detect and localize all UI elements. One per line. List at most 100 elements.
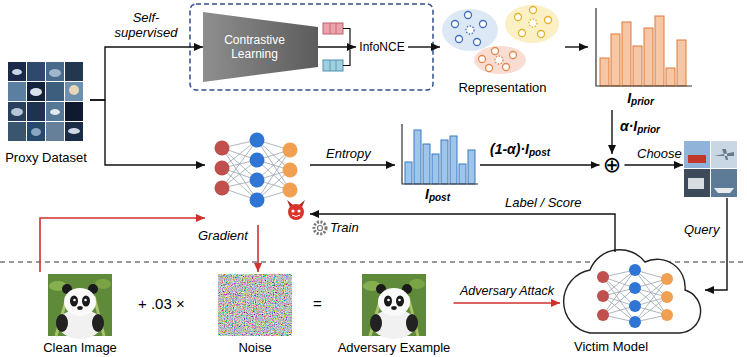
attack-arrow [40, 218, 205, 272]
query-images-part [688, 178, 704, 189]
node-label: Gradient [198, 228, 248, 243]
substitute-network-part [283, 143, 298, 198]
prior-histogram-part-part [611, 34, 620, 86]
victim-cloud-part-part [629, 300, 641, 312]
node-label: Contrastive Learning [213, 33, 297, 61]
posterior-histogram-part [402, 124, 478, 184]
proxy-dataset-grid-part [65, 102, 83, 121]
feature-vectors-part [330, 60, 331, 71]
posterior-node: Ipost [395, 122, 480, 206]
representation-clusters-part [479, 48, 517, 72]
proxy-dataset-grid-part [8, 82, 26, 101]
gear-icon-part [314, 222, 326, 234]
victim-cloud-part [564, 250, 701, 333]
substitute-network-part-part [283, 183, 298, 198]
flow-arrow [408, 46, 440, 47]
victim-model-node: Victim Model [560, 252, 705, 354]
substitute-model-node: Gradient [205, 128, 310, 225]
victim-cloud-part-part [661, 309, 673, 321]
proxy-dataset-grid-part [68, 128, 80, 134]
feature-vectors-part [336, 23, 337, 34]
proxy-dataset-grid-part [27, 62, 45, 81]
edge-label-holder: Label / Score [505, 195, 582, 210]
dataset-node: Proxy Dataset [2, 60, 90, 165]
free-label: post [529, 147, 550, 159]
victim-cloud-part-part [597, 309, 609, 321]
representation-clusters-part-part [530, 7, 537, 14]
substitute-network [215, 133, 298, 208]
gear-icon [314, 222, 326, 234]
substitute-network-part-part [250, 133, 265, 148]
devil-icon [287, 200, 305, 220]
representation-clusters-part-part [479, 56, 486, 63]
prior-histogram-part [596, 8, 692, 86]
representation-clusters-part-part [452, 21, 459, 28]
gear-icon-part [318, 226, 323, 231]
devil-icon-part [297, 209, 300, 212]
representation-clusters-part-part [474, 39, 481, 46]
prior-histogram [596, 8, 692, 86]
representation-clusters-part [442, 9, 498, 51]
label-holder: + .03 × [138, 295, 185, 312]
proxy-dataset-grid-part [8, 122, 26, 141]
substitute-network-part-part [283, 163, 298, 178]
proxy-dataset-grid-part [46, 122, 64, 141]
victim-cloud-part [661, 273, 673, 321]
query-images-part [688, 155, 706, 163]
feature-vectors-part [323, 23, 343, 34]
edge-label-holder: Entropy [326, 146, 371, 161]
node-label: Proxy Dataset [5, 150, 87, 165]
attack-arrow [257, 225, 259, 272]
histogram-label: I [425, 186, 429, 202]
free-label: prior [637, 124, 660, 136]
representation-clusters-part-part [492, 48, 499, 55]
victim-cloud-part-part [597, 290, 609, 302]
proxy-dataset-grid-part [12, 69, 22, 75]
proxy-dataset-grid-part [27, 82, 45, 101]
flow-arrow [565, 46, 588, 47]
representation-clusters-part-part [456, 36, 463, 43]
victim-cloud-part-part [661, 273, 673, 285]
query-images-part [684, 141, 710, 168]
flow-arrow [480, 164, 600, 165]
query-images-part [714, 149, 734, 160]
prior-histogram-part-part [600, 58, 609, 86]
free-label: + .03 × [138, 295, 185, 312]
flow-arrow [90, 100, 205, 165]
victim-cloud-part-part [629, 316, 641, 328]
histogram-label: I [627, 90, 631, 106]
posterior-histogram-part-part [441, 140, 448, 184]
substitute-network-part-part [215, 161, 230, 176]
representation-clusters-part-part [545, 17, 552, 24]
posterior-histogram [402, 124, 478, 184]
substitute-network-part-part [250, 173, 265, 188]
representation-clusters-part-part [519, 30, 526, 37]
query-images-part [684, 169, 710, 197]
edge-label: Self-supervised [110, 10, 182, 40]
proxy-dataset-grid-part [8, 62, 26, 81]
prior-histogram-part-part [655, 16, 664, 86]
posterior-histogram-part-part [405, 162, 412, 184]
noise-node: Noise [210, 272, 300, 355]
edge-label-holder: Self-supervised [110, 10, 182, 40]
flow-arrow [625, 164, 684, 165]
edge-label-holder: Query [684, 222, 719, 237]
clean-panda [48, 274, 112, 339]
proxy-dataset-grid-part [46, 62, 64, 81]
encoder-node: Contrastive Learning [203, 12, 318, 82]
feature-vectors-part [330, 23, 331, 34]
substitute-network-part-part [215, 181, 230, 196]
edge-label: Adversary Attack [460, 284, 554, 299]
flow-arrow [310, 214, 615, 252]
edge-label: Label / Score [505, 195, 582, 210]
substitute-network-part [250, 133, 265, 208]
free-label: α·I [620, 118, 637, 134]
victim-cloud-part-part [597, 271, 609, 283]
node-label: Adversary Example [338, 340, 451, 355]
free-label: Train [330, 220, 359, 235]
substitute-network-part-part [283, 143, 298, 158]
flow-arrow [611, 110, 612, 154]
substitute-network-part [222, 140, 290, 200]
victim-cloud-part [629, 264, 641, 328]
substitute-network-part-part [215, 141, 230, 156]
